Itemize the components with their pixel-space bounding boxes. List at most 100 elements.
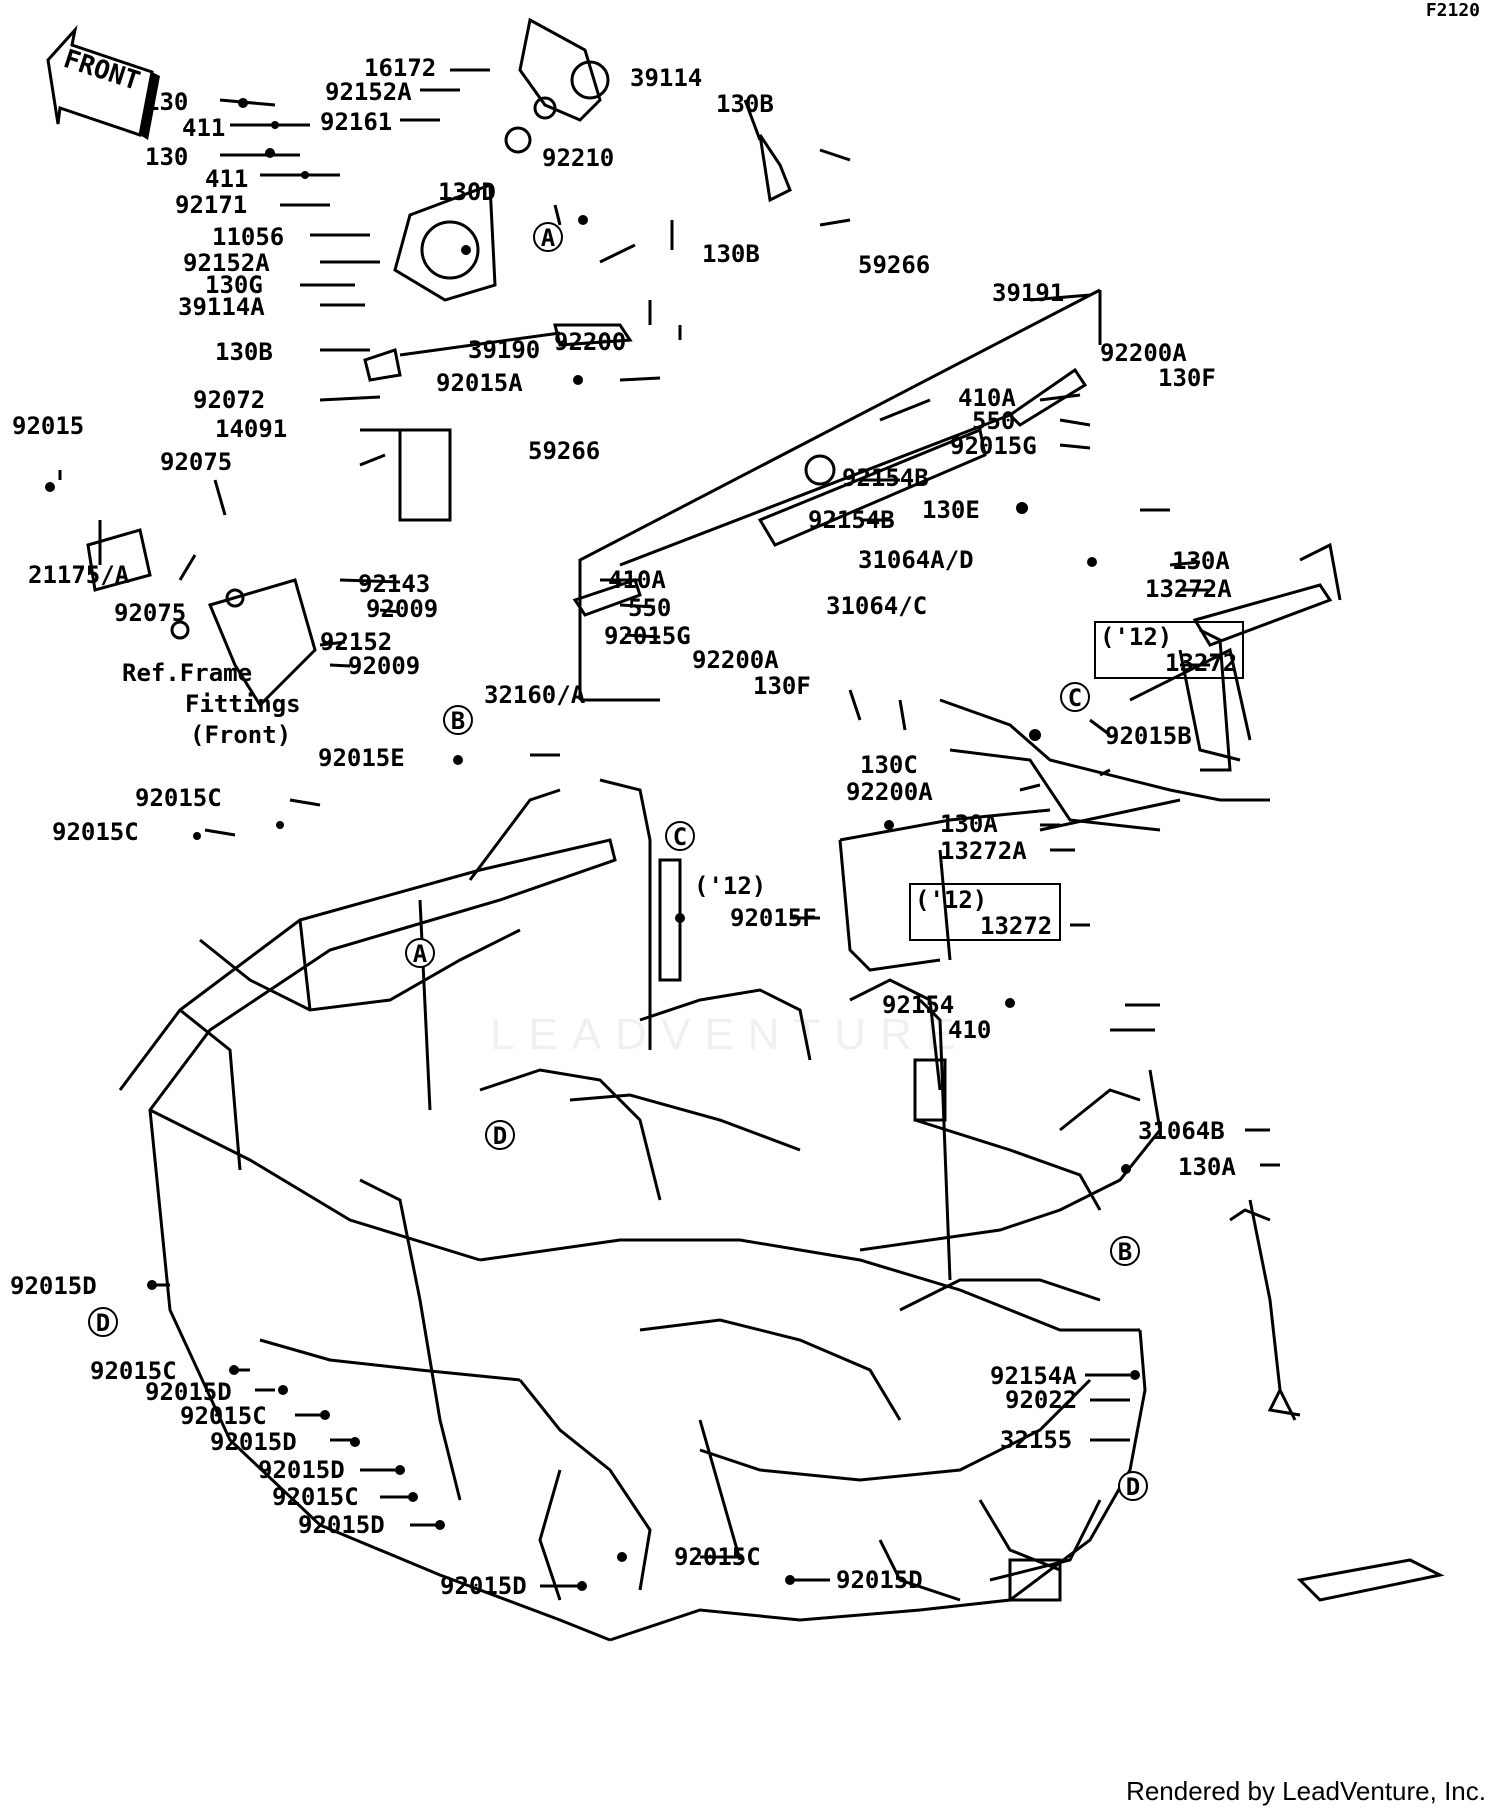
label-130b: 130B — [702, 240, 760, 268]
year-note: ('12) — [915, 886, 987, 914]
label-92015b: 92015B — [1105, 722, 1192, 750]
label-130b: 130B — [215, 338, 273, 366]
callout-circles — [88, 222, 1148, 1501]
label-130: 130 — [145, 88, 188, 116]
label-92015c: 92015C — [272, 1483, 359, 1511]
label-92152a: 92152A — [183, 249, 270, 277]
svg-text:C: C — [1068, 684, 1082, 712]
label-411: 411 — [182, 114, 225, 142]
label-550: 550 — [628, 594, 671, 622]
label-39114a: 39114A — [178, 293, 265, 321]
label-130a: 130A — [1172, 547, 1230, 575]
label-92015d: 92015D — [10, 1272, 97, 1300]
frame-drawing — [58, 17, 1445, 1642]
label-92200a: 92200A — [692, 646, 779, 674]
year-note: ('12) — [1100, 623, 1172, 651]
label-92015c: 92015C — [52, 818, 139, 846]
callout-letters: A A B B C C D D D — [96, 224, 1140, 1501]
label-13272a: 13272A — [1145, 575, 1232, 603]
label-92154b: 92154B — [842, 464, 929, 492]
label-39190: 39190 — [468, 336, 540, 364]
ref-note-2: Fittings — [185, 690, 301, 718]
label-32160a: 32160/A — [484, 681, 586, 709]
label-92015c: 92015C — [90, 1357, 177, 1385]
label-13272: 13272 — [1165, 649, 1237, 677]
watermark: LEADVENTURE — [490, 1010, 970, 1059]
label-92015c: 92015C — [180, 1402, 267, 1430]
ref-note-1: Ref.Frame — [122, 659, 252, 687]
label-92022: 92022 — [1005, 1386, 1077, 1414]
label-92009: 92009 — [348, 652, 420, 680]
year-boxes — [909, 621, 1244, 941]
label-39191: 39191 — [992, 279, 1064, 307]
svg-text:B: B — [451, 707, 465, 735]
label-130f: 130F — [1158, 364, 1216, 392]
year-note: ('12) — [694, 872, 766, 900]
label-410: 410 — [948, 1016, 991, 1044]
label-130: 130 — [145, 143, 188, 171]
label-59266: 59266 — [528, 437, 600, 465]
label-92143: 92143 — [358, 570, 430, 598]
label-31064ad: 31064A/D — [858, 546, 974, 574]
label-16172: 16172 — [364, 54, 436, 82]
label-411: 411 — [205, 165, 248, 193]
label-130a: 130A — [1178, 1153, 1236, 1181]
label-92152: 92152 — [320, 628, 392, 656]
label-92015d: 92015D — [258, 1456, 345, 1484]
label-92210: 92210 — [542, 144, 614, 172]
label-13272: 13272 — [980, 912, 1052, 940]
label-92015c: 92015C — [674, 1543, 761, 1571]
label-92015g: 92015G — [950, 432, 1037, 460]
label-130g: 130G — [205, 271, 263, 299]
label-410a: 410A — [958, 384, 1016, 412]
label-92015a: 92015A — [436, 369, 523, 397]
label-92200a: 92200A — [846, 778, 933, 806]
label-92154: 92154 — [882, 991, 954, 1019]
svg-text:C: C — [673, 823, 687, 851]
front-arrow-icon: FRONT — [46, 24, 160, 140]
render-credit: Rendered by LeadVenture, Inc. — [1126, 1776, 1486, 1806]
label-92200: 92200 — [554, 328, 626, 356]
part-labels: 16172 92152A 92161 130 411 130 411 92171… — [10, 54, 1237, 1600]
label-92161: 92161 — [320, 108, 392, 136]
label-92009: 92009 — [366, 595, 438, 623]
label-11056: 11056 — [212, 223, 284, 251]
label-31064c: 31064/C — [826, 592, 927, 620]
ref-note-3: (Front) — [190, 721, 291, 749]
label-92015d: 92015D — [210, 1428, 297, 1456]
label-92015d: 92015D — [836, 1566, 923, 1594]
label-59266: 59266 — [858, 251, 930, 279]
label-92154a: 92154A — [990, 1362, 1077, 1390]
svg-text:D: D — [96, 1309, 110, 1337]
svg-text:D: D — [493, 1122, 507, 1150]
label-130d: 130D — [438, 178, 496, 206]
label-130b: 130B — [716, 90, 774, 118]
label-92072: 92072 — [193, 386, 265, 414]
label-92075: 92075 — [160, 448, 232, 476]
label-92015d: 92015D — [145, 1378, 232, 1406]
label-92015d: 92015D — [298, 1511, 385, 1539]
label-92015c: 92015C — [135, 784, 222, 812]
label-92015d: 92015D — [440, 1572, 527, 1600]
label-92015g: 92015G — [604, 622, 691, 650]
label-130f: 130F — [753, 672, 811, 700]
figure-code: F2120 — [1425, 0, 1480, 21]
label-92015f: 92015F — [730, 904, 817, 932]
svg-text:A: A — [541, 224, 556, 252]
label-92154b: 92154B — [808, 506, 895, 534]
svg-text:D: D — [1126, 1473, 1140, 1501]
label-92171: 92171 — [175, 191, 247, 219]
label-92015e: 92015E — [318, 744, 405, 772]
label-21175a: 21175/A — [28, 561, 130, 589]
label-410a: 410A — [608, 566, 666, 594]
label-130e: 130E — [922, 496, 980, 524]
label-130a: 130A — [940, 810, 998, 838]
svg-text:A: A — [413, 940, 428, 968]
label-92200a: 92200A — [1100, 339, 1187, 367]
label-130c: 130C — [860, 751, 918, 779]
label-39114: 39114 — [630, 64, 702, 92]
label-550: 550 — [972, 407, 1015, 435]
label-14091: 14091 — [215, 415, 287, 443]
label-92075: 92075 — [114, 599, 186, 627]
